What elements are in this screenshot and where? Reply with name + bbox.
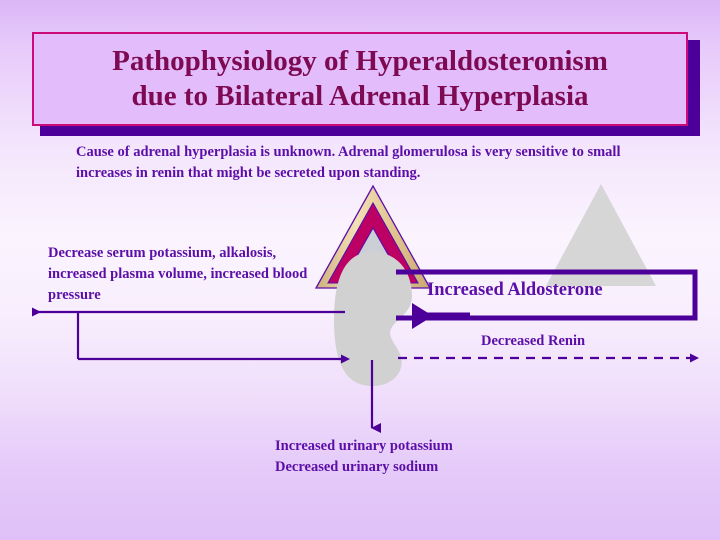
urinary-line-1: Increased urinary potassium: [275, 438, 453, 454]
title-box: Pathophysiology of Hyperaldosteronism du…: [32, 32, 688, 126]
subtitle-text: Cause of adrenal hyperplasia is unknown.…: [76, 144, 621, 181]
renin-label: Decreased Renin: [481, 333, 586, 349]
title-line-1: Pathophysiology of Hyperaldosteronism: [112, 44, 608, 77]
decorative-gray-triangle: [546, 184, 656, 286]
urinary-output-text: Increased urinary potassium Decreased ur…: [275, 436, 453, 478]
urinary-line-2: Decreased urinary sodium: [275, 459, 439, 476]
aldosterone-label: Increased Aldosterone: [427, 280, 603, 300]
systemic-effects-text: Decrease serum potassium, alkalosis, inc…: [48, 245, 308, 304]
adrenal-gland-medulla: [351, 226, 395, 266]
kidney-shape: [334, 252, 412, 386]
title-line-2: due to Bilateral Adrenal Hyperplasia: [131, 80, 589, 112]
adrenal-gland-cortex: [327, 201, 419, 284]
page-title: Pathophysiology of Hyperaldosteronism du…: [106, 44, 614, 115]
